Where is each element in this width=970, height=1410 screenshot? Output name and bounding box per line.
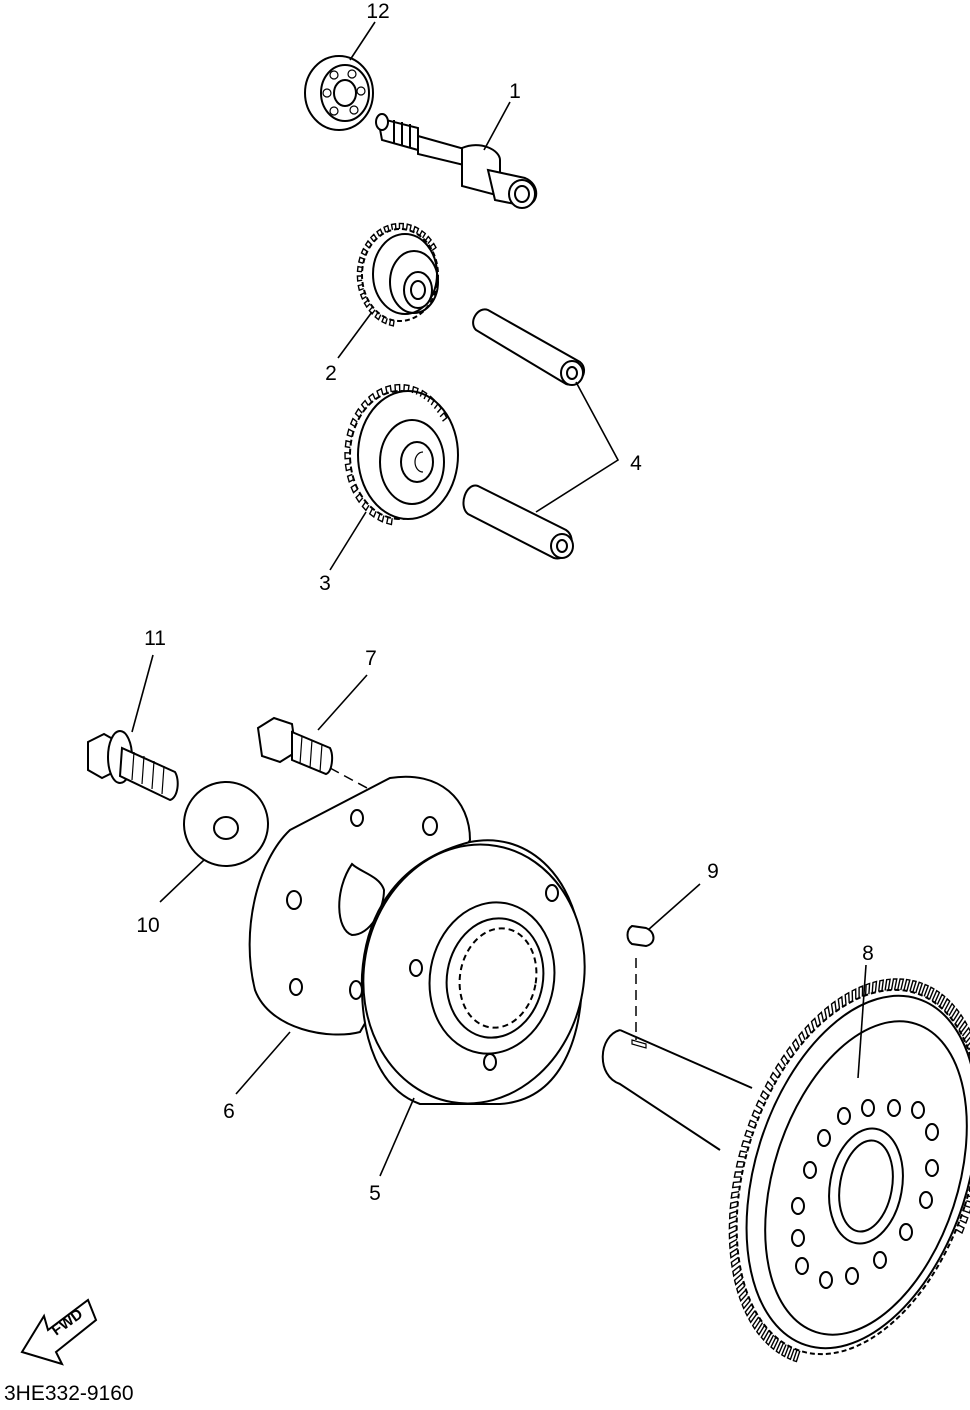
gear-2-teeth-path — [356, 222, 437, 327]
gear-3-teeth — [344, 383, 448, 526]
callout-6: 6 — [223, 1100, 235, 1123]
part-6-plate — [248, 775, 472, 1036]
callout-2: 2 — [325, 362, 337, 385]
gear-8-teeth — [728, 978, 970, 1363]
crankshaft-end — [601, 1029, 753, 1151]
part-11-flange-bolt — [87, 730, 179, 802]
callout-3: 3 — [319, 572, 331, 595]
part-5-starter-clutch — [349, 839, 586, 1105]
callout-7: 7 — [365, 647, 377, 670]
part-2-small-gear — [361, 228, 439, 322]
part-1-shaft — [375, 113, 538, 209]
catalog-code: 3HE332-9160 — [4, 1382, 134, 1405]
callout-8: 8 — [862, 942, 874, 965]
part-7-bolt — [256, 716, 334, 776]
callout-9: 9 — [707, 860, 719, 883]
gear-8-teeth-path — [728, 978, 970, 1363]
part-12-bearing — [304, 55, 374, 131]
part-10-washer — [183, 781, 269, 867]
callout-4: 4 — [630, 452, 642, 475]
callout-12: 12 — [366, 0, 389, 23]
callout-11: 11 — [144, 627, 166, 650]
part-4-pin-lower — [462, 484, 574, 560]
gear-3-teeth-path — [344, 383, 448, 526]
fwd-arrow-icon: FWD — [20, 1298, 98, 1366]
gear-2-teeth — [356, 222, 437, 327]
callout-1: 1 — [509, 80, 521, 103]
part-8-wheel-gear — [735, 988, 970, 1356]
part-3-gear — [349, 390, 459, 520]
part-9-key — [626, 924, 655, 948]
part-4-pin-upper — [472, 308, 585, 386]
callout-10: 10 — [136, 914, 159, 937]
callout-5: 5 — [369, 1182, 381, 1205]
leader-lines — [131, 21, 867, 1177]
